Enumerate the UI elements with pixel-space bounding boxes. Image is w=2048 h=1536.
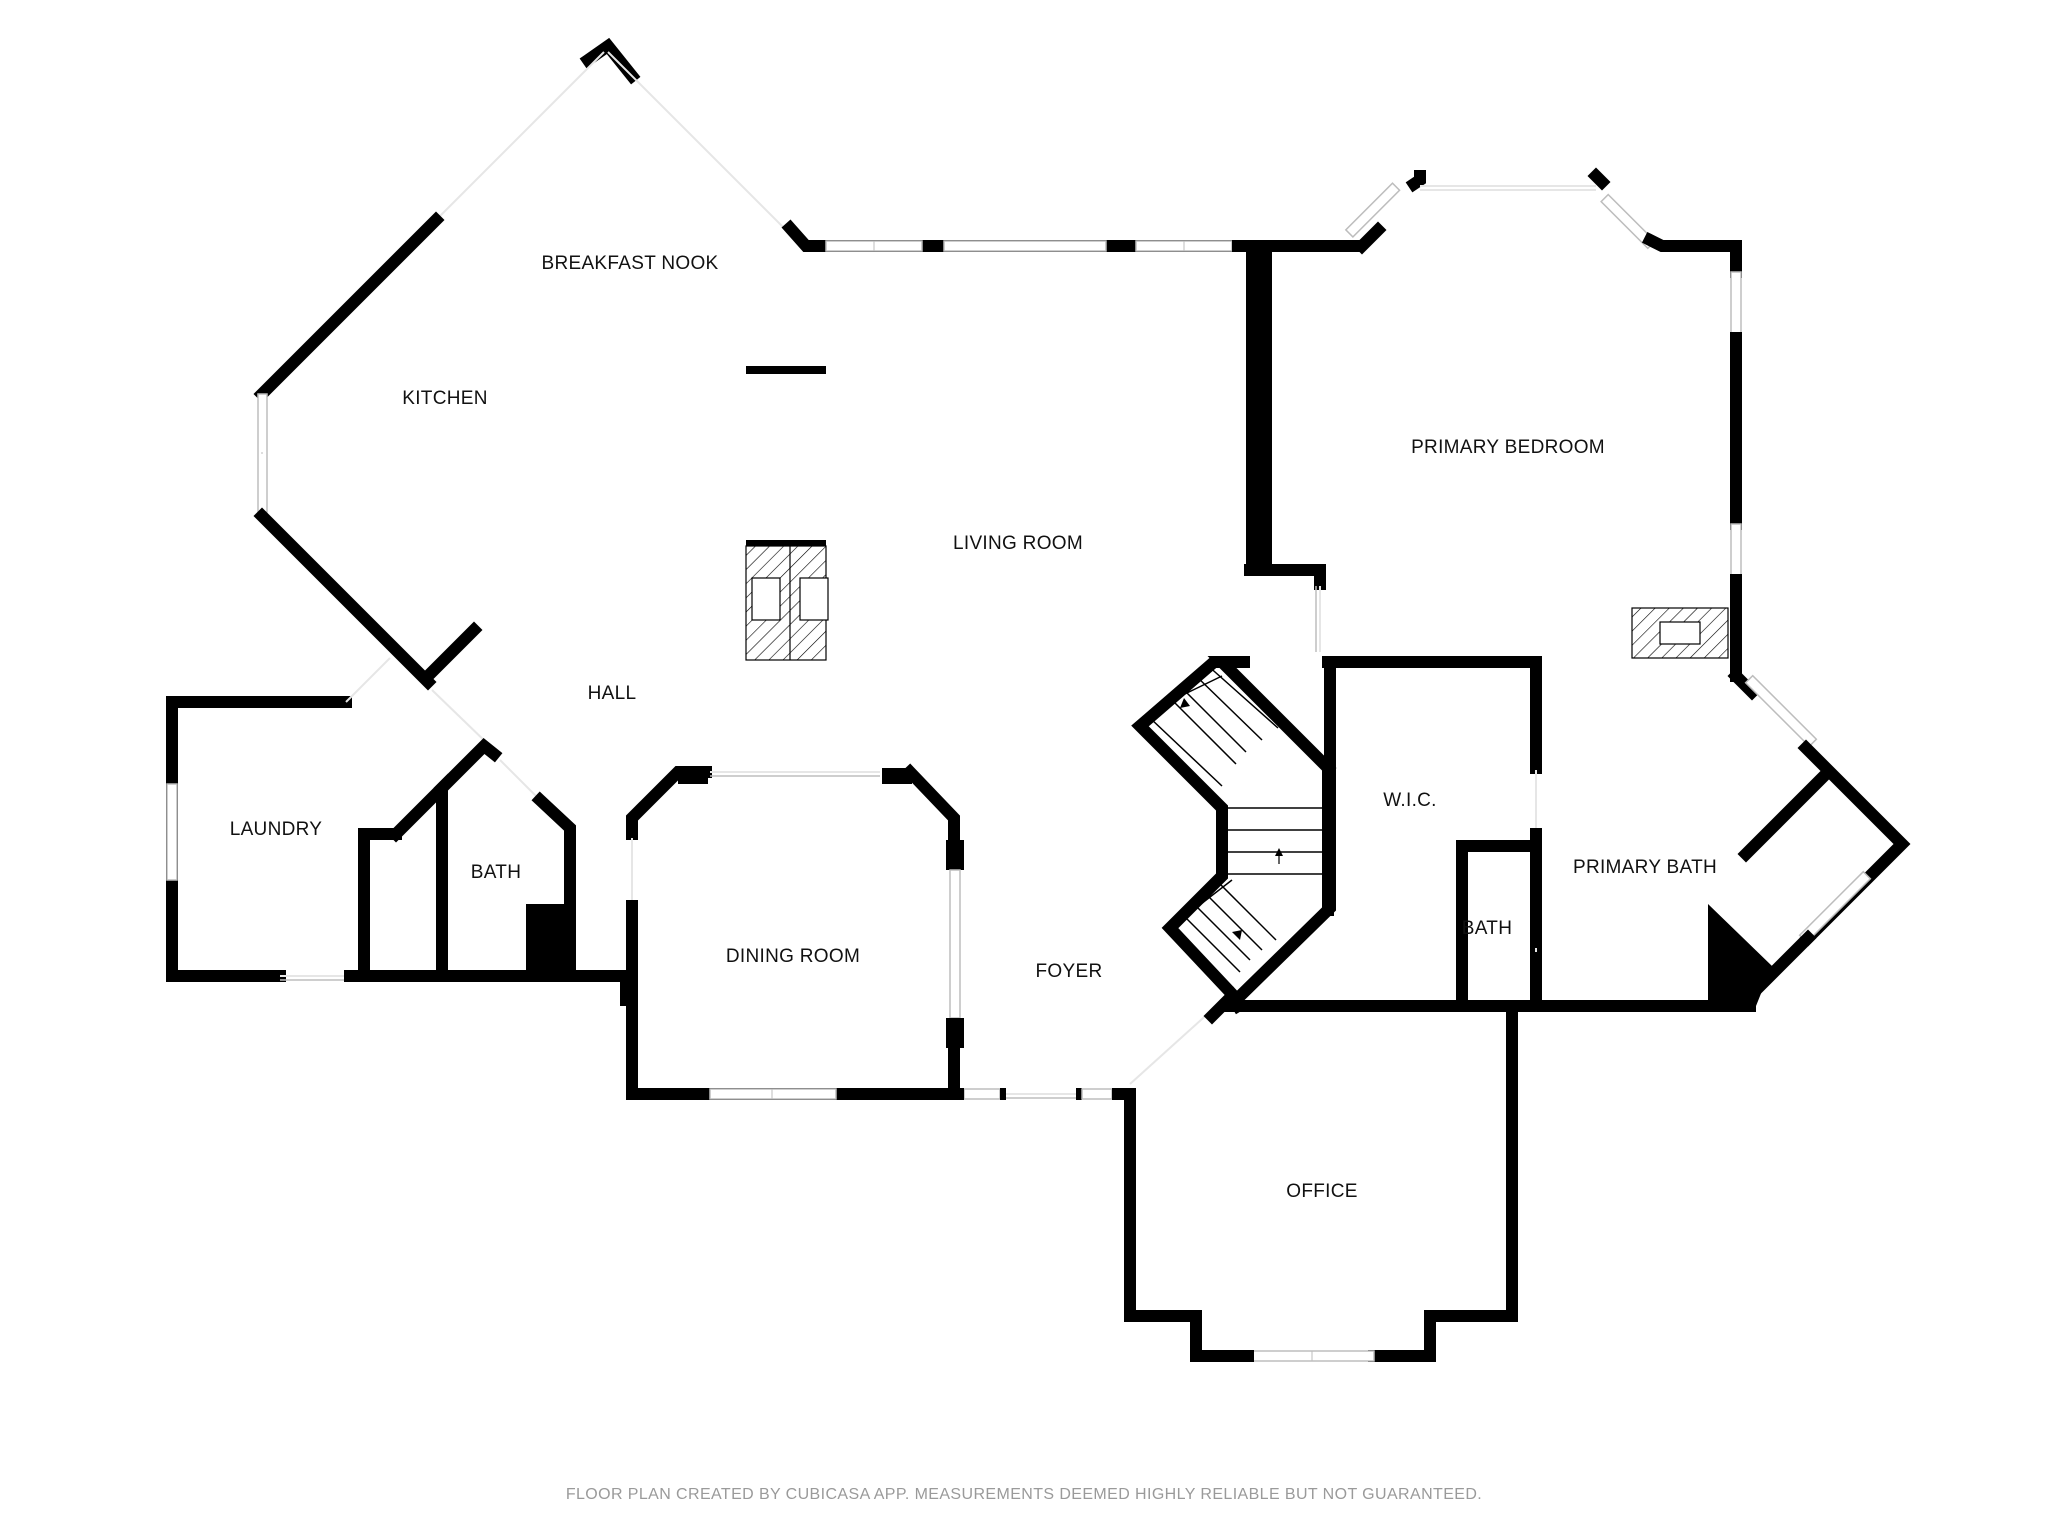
laundry-walls <box>166 657 632 1006</box>
label-office: OFFICE <box>1286 1181 1357 1202</box>
foyer-walls <box>958 986 1247 1100</box>
label-living-room: LIVING ROOM <box>953 533 1083 554</box>
office-walls <box>1124 1000 1518 1362</box>
primary-bedroom-walls <box>1344 167 1742 682</box>
label-primary-bedroom: PRIMARY BEDROOM <box>1411 437 1605 458</box>
label-foyer: FOYER <box>1036 961 1103 982</box>
kitchen-counter <box>746 366 826 374</box>
label-dining-room: DINING ROOM <box>726 946 860 967</box>
label-primary-bath: PRIMARY BATH <box>1573 857 1717 878</box>
bathtub <box>1708 904 1772 1006</box>
label-hall: HALL <box>588 683 637 704</box>
label-bath-wic: BATH <box>1462 918 1512 939</box>
dining-room-walls <box>626 763 964 1100</box>
kitchen-walls <box>253 37 826 691</box>
footer-disclaimer: FLOOR PLAN CREATED BY CUBICASA APP. MEAS… <box>565 1486 1483 1503</box>
label-breakfast-nook: BREAKFAST NOOK <box>541 253 718 274</box>
fireplace <box>745 540 829 661</box>
staircase <box>1131 656 1337 1003</box>
primary-bath-walls <box>1220 656 1911 1012</box>
label-wic: W.I.C. <box>1383 790 1437 811</box>
label-bath-hall: BATH <box>471 862 521 883</box>
hall-bath-fixture <box>526 904 570 972</box>
living-top-wall <box>806 240 1362 252</box>
label-kitchen: KITCHEN <box>402 388 488 409</box>
bedroom-left-wall <box>1244 244 1326 652</box>
label-laundry: LAUNDRY <box>230 819 323 840</box>
